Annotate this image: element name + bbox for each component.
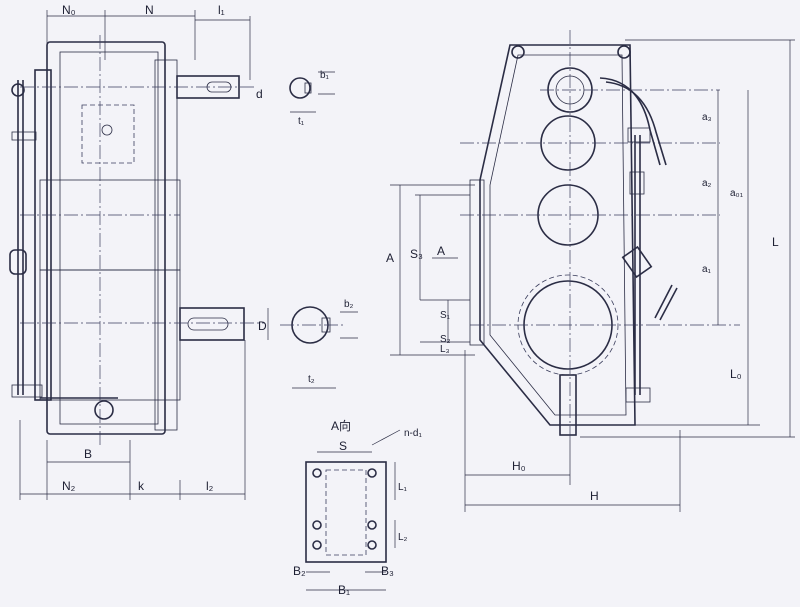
- label-n: N: [145, 3, 154, 17]
- label-b2: b₂: [344, 299, 354, 310]
- label-h0: H₀: [512, 459, 526, 473]
- side-view: [9, 10, 269, 500]
- output-shaft: [179, 307, 245, 341]
- gauge-top: [11, 83, 25, 97]
- label-k: k: [138, 479, 145, 493]
- label-cap-b2: B₂: [293, 564, 306, 578]
- label-l3: L₃: [440, 344, 450, 355]
- shaft-sections: [280, 71, 358, 389]
- input-section: [289, 77, 311, 99]
- label-d: d: [256, 87, 263, 101]
- label-cap-l1: L₁: [398, 482, 408, 493]
- inspection-cover: [81, 104, 135, 164]
- front-view: [390, 30, 795, 512]
- side-flange: [34, 69, 52, 401]
- label-l1: l₁: [218, 3, 225, 17]
- label-t1: t₁: [298, 116, 305, 127]
- label-cap-l2: L₂: [398, 532, 408, 543]
- side-housing: [46, 41, 166, 435]
- label-b1: b₁: [320, 70, 330, 81]
- label-cap-a: A: [386, 251, 394, 265]
- label-b: B: [84, 447, 92, 461]
- label-cap-b1: B₁: [338, 583, 350, 597]
- label-h: H: [590, 489, 599, 503]
- label-l0: L₀: [730, 367, 742, 381]
- label-n2: N₂: [62, 479, 76, 493]
- label-a1: a₁: [702, 264, 712, 275]
- label-a3: a₃: [702, 112, 712, 123]
- label-cap-l: L: [772, 235, 779, 249]
- foot-outline: [305, 461, 387, 563]
- label-a2: a₂: [702, 178, 712, 189]
- label-cap-b3: B₃: [381, 564, 394, 578]
- label-s2: S₂: [440, 334, 451, 345]
- label-s1: S₁: [440, 310, 451, 321]
- label-nd1: n-d₁: [404, 428, 422, 439]
- drain-plug: [94, 400, 114, 420]
- label-n0: N₀: [62, 3, 76, 17]
- dimension-labels: N₀ N l₁ d b₁ t₁ D b₂ t₂ B N₂ k l₂ A向 S n…: [62, 3, 779, 597]
- label-cap-d: D: [258, 319, 267, 333]
- label-a-arrow: A: [437, 244, 445, 258]
- label-s: S: [339, 439, 347, 453]
- foot-view: [305, 429, 401, 591]
- label-l2: l₂: [206, 479, 214, 493]
- label-s3: S₃: [410, 247, 423, 261]
- label-a-view: A向: [331, 418, 351, 433]
- label-a01: a₀₁: [730, 188, 744, 199]
- label-t2: t₂: [308, 374, 315, 385]
- oil-sight-glass: [9, 249, 27, 275]
